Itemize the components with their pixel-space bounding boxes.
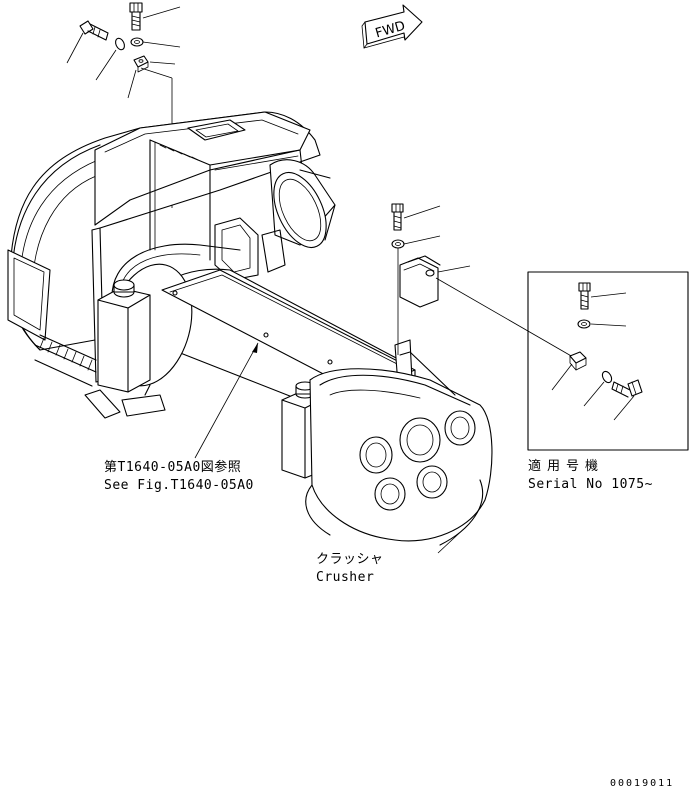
drawing-code: 00019011	[610, 778, 674, 789]
applicability-label-jp: 適用号機	[528, 458, 604, 474]
clip-nut-icon	[133, 55, 149, 73]
washer-icon-inset	[577, 319, 591, 329]
bolt-icon-inset-diagonal	[611, 379, 643, 398]
crusher-label-en: Crusher	[316, 570, 374, 585]
washer-icon-2	[115, 37, 125, 51]
crusher-label: クラッシャ Crusher	[316, 524, 469, 585]
washer-icon-middle	[391, 239, 405, 249]
inset-frame	[527, 271, 689, 451]
figure-ref-en: See Fig.T1640-05A0	[104, 478, 254, 493]
applicability-label-en: Serial No 1075~	[528, 477, 653, 492]
middle-fastener-group	[391, 203, 574, 358]
figure-ref-jp: 第T1640-05A0図参照	[104, 459, 241, 475]
crusher-assembly	[7, 111, 493, 546]
washer-icon	[130, 37, 144, 47]
fwd-direction-arrow: FWD	[361, 4, 423, 49]
serial-inset: 適用号機 Serial No 1075~	[527, 271, 689, 492]
bolt-icon	[129, 2, 143, 31]
crusher-label-jp: クラッシャ	[316, 552, 384, 567]
figure-reference: 第T1640-05A0図参照 See Fig.T1640-05A0	[104, 342, 259, 493]
bracket-plate-icon	[399, 255, 441, 308]
clip-nut-icon-inset	[569, 351, 587, 371]
bolt-icon-middle	[391, 203, 404, 231]
rail-hatching	[39, 337, 93, 371]
frame-hatching	[159, 144, 199, 161]
washer-icon-inset-2	[601, 370, 613, 384]
crusher-ports	[359, 410, 476, 511]
bolt-icon-inset	[578, 282, 591, 310]
bolt-icon-diagonal	[79, 20, 109, 41]
